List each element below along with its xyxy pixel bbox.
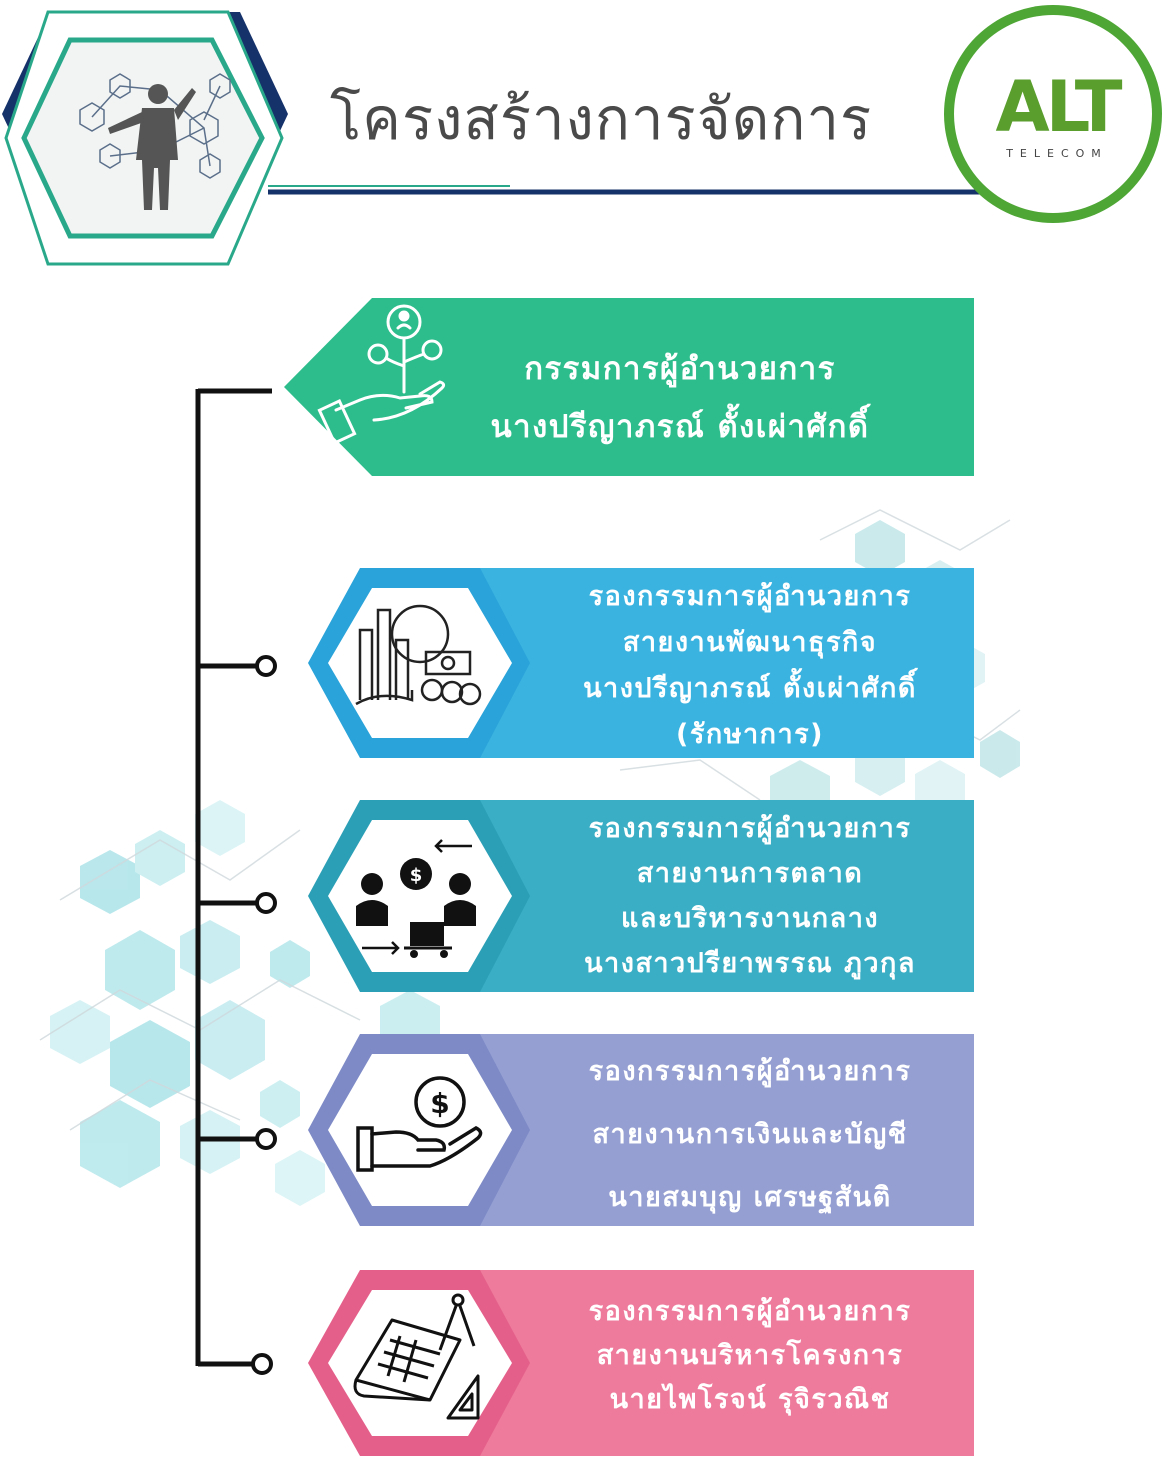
blueprint-icon <box>353 1293 480 1420</box>
trade-people-icon: $ <box>356 839 476 958</box>
project-management-box <box>308 1270 974 1456</box>
marketing-box-text: รองกรรมการผู้อำนวยการ สายงานการตลาด และบ… <box>530 806 970 986</box>
logo-wordmark: ALT <box>995 66 1123 148</box>
business-dev-note: (รักษาการ) <box>676 719 824 750</box>
project-name: นายไพโรจน์ รุจิรวณิช <box>609 1384 891 1415</box>
header-hexagon-graphic <box>2 10 288 266</box>
finance-box: $ <box>308 1034 974 1226</box>
global-business-icon <box>355 604 482 706</box>
director-name: นางปรีญาภรณ์ ตั้งเผ่าศักดิ์ <box>490 409 870 445</box>
business-dev-unit: สายงานพัฒนาธุรกิจ <box>622 627 878 658</box>
director-box-text: กรรมการผู้อำนวยการ นางปรีญาภรณ์ ตั้งเผ่า… <box>430 340 930 456</box>
marketing-unit: สายงานการตลาด <box>636 858 864 889</box>
connector-end-dots <box>251 655 277 1375</box>
person-silhouette-icon <box>108 84 196 210</box>
business-dev-box-text: รองกรรมการผู้อำนวยการ สายงานพัฒนาธุรกิจ … <box>530 574 970 758</box>
project-unit: สายงานบริหารโครงการ <box>596 1340 904 1371</box>
money-plant-hand-icon <box>317 304 446 445</box>
finance-unit: สายงานการเงินและบัญชี <box>592 1119 908 1150</box>
business-dev-title: รองกรรมการผู้อำนวยการ <box>588 581 912 612</box>
marketing-title: รองกรรมการผู้อำนวยการ <box>588 813 912 844</box>
finance-title: รองกรรมการผู้อำนวยการ <box>588 1056 912 1087</box>
svg-text:$: $ <box>410 865 423 886</box>
finance-box-text: รองกรรมการผู้อำนวยการ สายงานการเงินและบั… <box>530 1040 970 1229</box>
business-dev-box <box>308 568 974 758</box>
project-box-text: รองกรรมการผู้อำนวยการ สายงานบริหารโครงกา… <box>530 1290 970 1422</box>
marketing-unit-2: และบริหารงานกลาง <box>620 903 880 934</box>
marketing-name: นางสาวปรียาพรรณ ภูวกุล <box>584 948 916 979</box>
director-title: กรรมการผู้อำนวยการ <box>524 351 836 387</box>
business-dev-name: นางปรีญาภรณ์ ตั้งเผ่าศักดิ์ <box>583 673 917 704</box>
marketing-box: $ <box>308 800 974 992</box>
page-title: โครงสร้างการจัดการ <box>330 85 873 153</box>
logo-subtext: TELECOM <box>1006 147 1108 160</box>
hand-money-icon: $ <box>356 1076 483 1172</box>
project-title: รองกรรมการผู้อำนวยการ <box>588 1296 912 1327</box>
org-connector-lines <box>195 388 272 1367</box>
director-box <box>284 298 974 476</box>
finance-name: นายสมบุญ เศรษฐสันติ <box>608 1182 892 1213</box>
svg-text:$: $ <box>430 1087 449 1120</box>
alt-telecom-logo <box>944 5 1162 223</box>
